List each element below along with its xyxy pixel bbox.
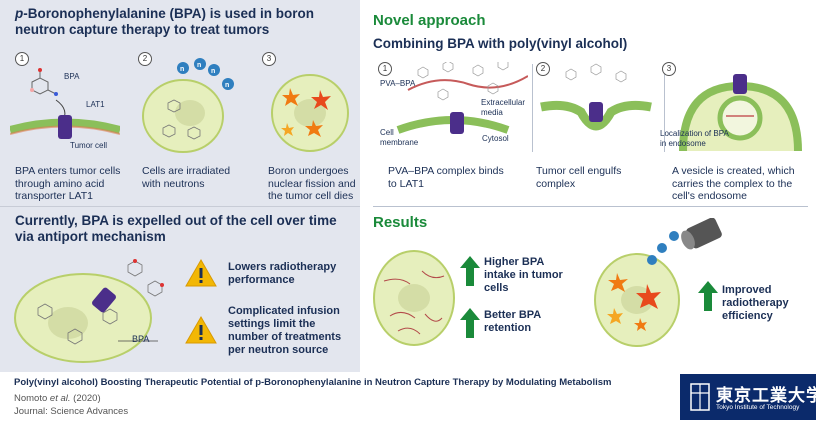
novel-approach-title: Novel approach bbox=[373, 12, 486, 29]
novel-step-number-1: 1 bbox=[378, 62, 392, 76]
neutron-source-icon bbox=[681, 218, 722, 250]
novel-step-3-caption: A vesicle is created, which carries the … bbox=[672, 165, 795, 202]
novel-approach-panel: Novel approach Combining BPA with poly(v… bbox=[360, 0, 819, 372]
antiport-bpa-label: BPA bbox=[132, 334, 150, 344]
step-number-2: 2 bbox=[138, 52, 152, 66]
left-panel-divider bbox=[0, 206, 360, 207]
bnct-title: p-Boronophenylalanine (BPA) is used in b… bbox=[15, 6, 315, 37]
neutron-icon bbox=[177, 58, 234, 90]
warning-icon bbox=[185, 315, 217, 344]
novel-step-number-2: 2 bbox=[536, 62, 550, 76]
pva-chain-icon bbox=[407, 75, 528, 91]
up-arrow-icon bbox=[698, 281, 718, 311]
result-fission-illustration bbox=[594, 218, 722, 347]
antiport-problem-panel: Currently, BPA is expelled out of the ce… bbox=[0, 207, 360, 372]
engulfment-illustration bbox=[540, 63, 652, 131]
step-1-caption: BPA enters tumor cells through amino aci… bbox=[15, 165, 121, 202]
novel-step-number-3: 3 bbox=[662, 62, 676, 76]
cell-membrane-label: Cell membrane bbox=[380, 128, 419, 147]
step-number-3: 3 bbox=[262, 52, 276, 66]
bpa-molecule-icon bbox=[31, 70, 57, 95]
fission-burst-icon bbox=[607, 273, 661, 331]
step-3-caption: Boron undergoes nuclear fission and the … bbox=[268, 165, 356, 202]
bpa-entry-illustration bbox=[10, 68, 120, 139]
novel-step-2-caption: Tumor cell engulfs complex bbox=[536, 165, 622, 190]
logo-subtext: Tokyo Institute of Technology bbox=[716, 404, 800, 411]
neutron-n-4: n bbox=[225, 82, 229, 89]
warning-icon bbox=[185, 258, 217, 287]
up-arrow-icon bbox=[460, 256, 480, 286]
step-divider bbox=[664, 64, 665, 152]
antiport-illustration bbox=[14, 259, 164, 363]
tokyo-tech-logo: 東京工業大学 Tokyo Institute of Technology bbox=[680, 374, 819, 420]
lat1-transporter-icon bbox=[92, 287, 116, 313]
citation-footer: Poly(vinyl alcohol) Boosting Therapeutic… bbox=[0, 372, 819, 422]
paper-authors: Nomoto et al. (2020) bbox=[14, 393, 101, 404]
endosome-vesicle-icon bbox=[717, 95, 763, 141]
extracellular-label: Extracellular media bbox=[481, 98, 526, 117]
lat1-transporter-icon bbox=[58, 115, 72, 139]
neutron-n-2: n bbox=[197, 62, 201, 69]
lat1-transporter-icon bbox=[589, 102, 603, 122]
up-arrow-icon bbox=[460, 308, 480, 338]
novel-step-1-caption: PVA–BPA complex binds to LAT1 bbox=[388, 165, 504, 190]
warning-1-text: Lowers radiotherapy performance bbox=[228, 261, 337, 286]
antiport-title: Currently, BPA is expelled out of the ce… bbox=[15, 213, 337, 244]
logo-text: 東京工業大学 bbox=[716, 386, 819, 405]
result-3-text: Improved radiotherapy efficiency bbox=[722, 284, 789, 322]
neutron-irradiation-illustration: n n n n bbox=[142, 58, 234, 153]
localization-label: Localization of BPA in endosome bbox=[660, 129, 729, 148]
neutron-n-3: n bbox=[211, 68, 215, 75]
step-number-1: 1 bbox=[15, 52, 29, 66]
result-2-text: Better BPA retention bbox=[484, 309, 541, 334]
step-2-caption: Cells are irradiated with neutrons bbox=[142, 165, 231, 190]
lat1-label: LAT1 bbox=[86, 100, 105, 109]
fission-burst-icon bbox=[281, 88, 331, 137]
lat1-transporter-icon bbox=[450, 112, 464, 134]
pva-bpa-label: PVA–BPA bbox=[380, 79, 416, 88]
warning-2-text: Complicated infusion settings limit the … bbox=[228, 305, 342, 356]
results-title: Results bbox=[373, 214, 428, 231]
result-1-text: Higher BPA intake in tumor cells bbox=[484, 256, 563, 294]
result-cell-illustration bbox=[373, 250, 455, 346]
tumor-cell-label: Tumor cell bbox=[70, 141, 108, 150]
paper-journal: Journal: Science Advances bbox=[14, 406, 129, 417]
results-divider bbox=[373, 206, 808, 207]
lat1-transporter-icon bbox=[733, 74, 747, 94]
pva-bpa-binding-illustration bbox=[396, 62, 528, 134]
endosome-illustration bbox=[679, 74, 802, 152]
bpa-label: BPA bbox=[64, 72, 80, 81]
bnct-overview-panel: p-Boronophenylalanine (BPA) is used in b… bbox=[0, 0, 360, 207]
cytosol-label: Cytosol bbox=[482, 134, 509, 143]
neutron-icon bbox=[647, 231, 679, 265]
step-divider bbox=[532, 64, 533, 152]
novel-approach-subtitle: Combining BPA with poly(vinyl alcohol) bbox=[373, 36, 628, 51]
paper-title: Poly(vinyl alcohol) Boosting Therapeutic… bbox=[14, 377, 612, 388]
neutron-n-1: n bbox=[180, 66, 184, 73]
university-emblem-icon bbox=[690, 383, 710, 411]
fission-illustration bbox=[271, 74, 349, 152]
